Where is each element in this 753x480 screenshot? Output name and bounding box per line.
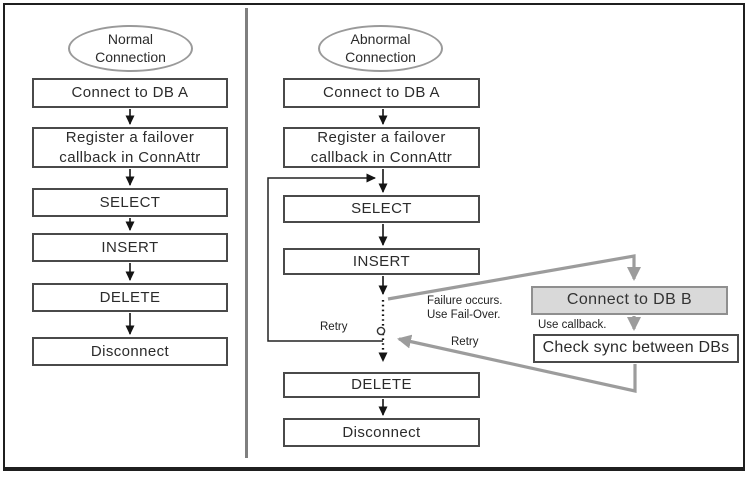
failure-note: Failure occurs. Use Fail-Over. xyxy=(427,295,503,321)
step-label: Register a failover callback in ConnAttr xyxy=(310,129,453,166)
abnormal-step-connect-db-a: Connect to DB A xyxy=(283,78,480,108)
normal-step-delete: DELETE xyxy=(32,283,228,312)
step-label: DELETE xyxy=(351,376,412,394)
step-label: INSERT xyxy=(352,252,411,270)
failover-step-connect-db-b: Connect to DB B xyxy=(531,286,728,315)
step-label: INSERT xyxy=(101,238,159,256)
step-label: Connect to DB A xyxy=(71,84,189,102)
step-label: Connect to DB B xyxy=(566,291,693,309)
panel-divider-line xyxy=(245,8,248,458)
normal-connection-ellipse: Normal Connection xyxy=(68,25,193,72)
abnormal-step-select: SELECT xyxy=(283,195,480,223)
normal-step-insert: INSERT xyxy=(32,233,228,262)
step-label: Disconnect xyxy=(342,423,421,441)
normal-step-register-callback: Register a failover callback in ConnAttr xyxy=(32,127,228,168)
abnormal-connection-ellipse: Abnormal Connection xyxy=(318,25,443,72)
abnormal-step-disconnect: Disconnect xyxy=(283,418,480,447)
outer-border xyxy=(3,3,745,471)
retry-label-right: Retry xyxy=(451,336,479,348)
failover-step-check-sync: Check sync between DBs xyxy=(533,334,739,363)
abnormal-step-delete: DELETE xyxy=(283,372,480,398)
abnormal-step-register-callback: Register a failover callback in ConnAttr xyxy=(283,127,480,168)
step-label: Connect to DB A xyxy=(323,84,440,102)
step-label: DELETE xyxy=(99,288,161,306)
step-label: Disconnect xyxy=(90,342,170,360)
normal-connection-title: Normal Connection xyxy=(95,31,166,65)
normal-step-select: SELECT xyxy=(32,188,228,217)
retry-label-left: Retry xyxy=(320,321,348,333)
step-label: SELECT xyxy=(99,193,161,211)
normal-step-connect-db-a: Connect to DB A xyxy=(32,78,228,108)
step-label: SELECT xyxy=(351,200,412,218)
step-label: Register a failover callback in ConnAttr xyxy=(59,129,201,166)
normal-step-disconnect: Disconnect xyxy=(32,337,228,366)
abnormal-connection-title: Abnormal Connection xyxy=(345,31,416,65)
abnormal-step-insert: INSERT xyxy=(283,248,480,275)
use-callback-label: Use callback. xyxy=(538,319,607,331)
step-label: Check sync between DBs xyxy=(542,339,730,357)
